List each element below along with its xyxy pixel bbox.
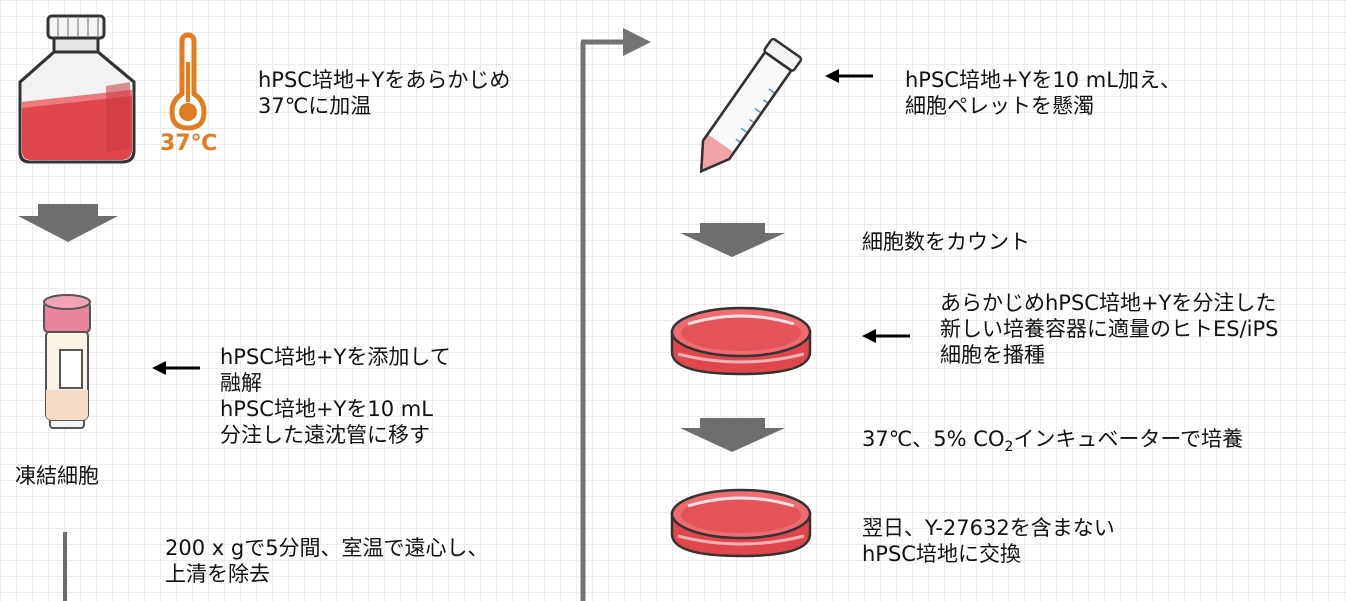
- left-pointer-arrow-icon: [862, 329, 910, 343]
- thermometer-icon: [169, 32, 207, 131]
- step-resuspend-text: hPSC培地+Yを10 mL加え、 細胞ペレットを懸濁: [905, 68, 1181, 118]
- step-incubate-text: 37℃、5% CO2インキュベーターで培養: [862, 427, 1244, 456]
- centrifuge-step-line: [63, 532, 67, 601]
- step-centrifuge-text: 200 x gで5分間、室温で遠心し、 上清を除去: [165, 536, 489, 586]
- down-arrow-icon: [18, 204, 118, 242]
- cryovial-icon: [43, 294, 91, 429]
- temperature-label: 37℃: [160, 131, 218, 156]
- culture-dish-icon: [670, 306, 812, 376]
- culture-dish-icon: [670, 488, 812, 558]
- left-pointer-arrow-icon: [152, 361, 200, 375]
- left-pointer-arrow-icon: [825, 69, 873, 83]
- step-prewarm-text: hPSC培地+Yをあらかじめ 37℃に加温: [258, 68, 511, 118]
- down-arrow-icon: [680, 418, 785, 452]
- down-arrow-icon: [680, 223, 785, 257]
- step-seed-text: あらかじめhPSC培地+Yを分注した 新しい培養容器に適量のヒトES/iPS 細…: [940, 291, 1279, 367]
- step-thaw-text: hPSC培地+Yを添加して 融解 hPSC培地+Yを10 mL 分注した遠沈管に…: [220, 345, 451, 447]
- step-medium-change-text: 翌日、Y-27632を含まない hPSC培地に交換: [862, 516, 1115, 566]
- column-connector-arrow: [580, 28, 651, 601]
- centrifuge-tube-icon: [699, 38, 803, 174]
- culture-flask-icon: [18, 14, 136, 164]
- vial-caption: 凍結細胞: [15, 464, 99, 488]
- step-count-text: 細胞数をカウント: [862, 230, 1030, 254]
